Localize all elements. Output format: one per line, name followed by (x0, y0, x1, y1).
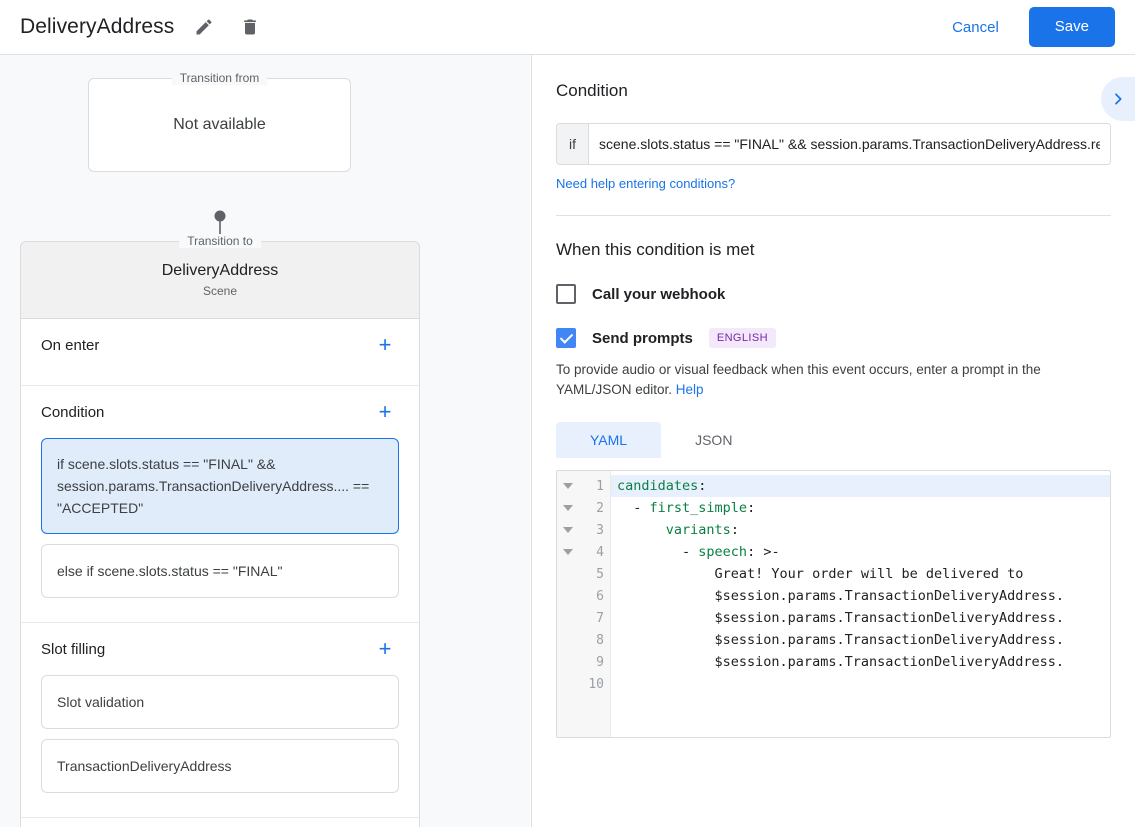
editor-code-line[interactable]: $session.params.TransactionDeliveryAddre… (617, 588, 1065, 604)
section-custom-intent-handling: Custom intent handling + (21, 818, 419, 827)
editor-code-line[interactable]: - first_simple: (617, 500, 756, 516)
condition-editor-block: Condition if Need help entering conditio… (532, 55, 1135, 216)
section-on-enter-head: On enter + (41, 319, 399, 371)
condition-heading: Condition (556, 81, 628, 100)
add-on-enter-button[interactable]: + (378, 332, 392, 357)
editor-line-number: 9 (596, 654, 604, 670)
editor-line-number: 1 (557, 475, 610, 497)
transition-from-legend: Transition from (171, 71, 268, 85)
section-condition-head: Condition + (41, 386, 399, 438)
prompts-help-link[interactable]: Help (675, 382, 704, 397)
editor-code-line[interactable] (611, 673, 1110, 695)
left-panel: Transition from Not available Transition… (0, 55, 530, 827)
when-condition-met-block: When this condition is met Call your web… (532, 216, 1135, 738)
editor-line-number: 6 (596, 588, 604, 604)
chevron-right-icon[interactable] (1101, 77, 1135, 121)
tab-yaml[interactable]: YAML (556, 422, 662, 458)
when-met-heading: When this condition is met (556, 240, 755, 259)
page-title: DeliveryAddress (20, 15, 175, 38)
prompts-helper-text: To provide audio or visual feedback when… (556, 360, 1111, 400)
tab-json[interactable]: JSON (695, 432, 733, 448)
condition-help-link[interactable]: Need help entering conditions? (556, 176, 736, 191)
condition-item-else-if[interactable]: else if scene.slots.status == "FINAL" (41, 544, 399, 598)
language-badge: ENGLISH (708, 328, 776, 348)
call-webhook-checkbox[interactable] (556, 284, 576, 304)
transition-to-legend: Transition to (179, 234, 261, 248)
condition-input-row: if (556, 123, 1111, 165)
transition-to-box: Transition to DeliveryAddress Scene (20, 234, 420, 319)
cancel-button[interactable]: Cancel (936, 11, 1015, 44)
editor-code-line[interactable]: $session.params.TransactionDeliveryAddre… (617, 610, 1065, 626)
editor-line-number: 7 (596, 610, 604, 626)
scene-sections: On enter + Condition + if scene.slots.st… (20, 319, 420, 827)
slot-validation-item[interactable]: Slot validation (41, 675, 399, 729)
add-condition-button[interactable]: + (378, 399, 392, 424)
fold-triangle-icon[interactable] (563, 483, 573, 489)
editor-code-line[interactable]: Great! Your order will be delivered to (617, 566, 1024, 582)
fold-triangle-icon[interactable] (563, 527, 573, 533)
fold-triangle-icon[interactable] (563, 549, 573, 555)
editor-code-line[interactable]: candidates: (611, 475, 1110, 497)
send-prompts-row: Send prompts ENGLISH (556, 328, 1111, 348)
send-prompts-checkbox[interactable] (556, 328, 576, 348)
trash-icon[interactable] (234, 11, 266, 43)
right-panel: Condition if Need help entering conditio… (531, 55, 1135, 827)
section-slot-filling: Slot filling + Slot validation Transacti… (21, 623, 419, 818)
editor-line-number: 4 (557, 541, 610, 563)
section-on-enter-title: On enter (41, 336, 100, 354)
section-custom-intent-head: Custom intent handling + (41, 818, 399, 827)
editor-line-number: 8 (596, 632, 604, 648)
slot-item-transaction-delivery-address[interactable]: TransactionDeliveryAddress (41, 739, 399, 793)
section-divider (556, 215, 1111, 216)
add-slot-filling-button[interactable]: + (378, 636, 392, 661)
transition-from-value: Not available (173, 116, 266, 133)
condition-item-selected[interactable]: if scene.slots.status == "FINAL" && sess… (41, 438, 399, 534)
editor-line-number: 5 (596, 566, 604, 582)
send-prompts-label: Send prompts (592, 329, 693, 347)
section-slot-filling-title: Slot filling (41, 640, 106, 658)
top-bar: DeliveryAddress Cancel Save (0, 0, 1135, 55)
webhook-row: Call your webhook (556, 284, 1111, 304)
editor-line-number: 10 (588, 676, 604, 692)
call-webhook-label: Call your webhook (592, 285, 726, 303)
editor-line-number: 3 (557, 519, 610, 541)
transition-to-type: Scene (202, 284, 238, 298)
editor-code-line[interactable]: $session.params.TransactionDeliveryAddre… (617, 654, 1065, 670)
condition-if-label: if (557, 124, 589, 164)
editor-format-tabs: YAML JSON (556, 422, 1111, 458)
scene-card: Transition to DeliveryAddress Scene On e… (20, 234, 420, 827)
prompts-helper-prefix: To provide audio or visual feedback when… (556, 362, 1041, 397)
fold-triangle-icon[interactable] (563, 505, 573, 511)
condition-expression-input[interactable] (589, 124, 1110, 164)
editor-code-line[interactable]: $session.params.TransactionDeliveryAddre… (617, 632, 1065, 648)
editor-code-area[interactable]: candidates: - first_simple: variants: - … (611, 471, 1110, 737)
editor-code-line[interactable]: variants: (665, 522, 739, 538)
section-condition-title: Condition (41, 403, 105, 421)
save-button[interactable]: Save (1028, 7, 1115, 47)
transition-to-name: DeliveryAddress (161, 262, 279, 279)
section-slot-filling-head: Slot filling + (41, 623, 399, 675)
editor-line-number: 2 (557, 497, 610, 519)
section-on-enter: On enter + (21, 319, 419, 386)
section-condition: Condition + if scene.slots.status == "FI… (21, 386, 419, 623)
transition-from-box: Transition from Not available (88, 71, 351, 172)
pencil-icon[interactable] (188, 11, 220, 43)
editor-code-line[interactable]: - speech: >- (617, 544, 780, 560)
